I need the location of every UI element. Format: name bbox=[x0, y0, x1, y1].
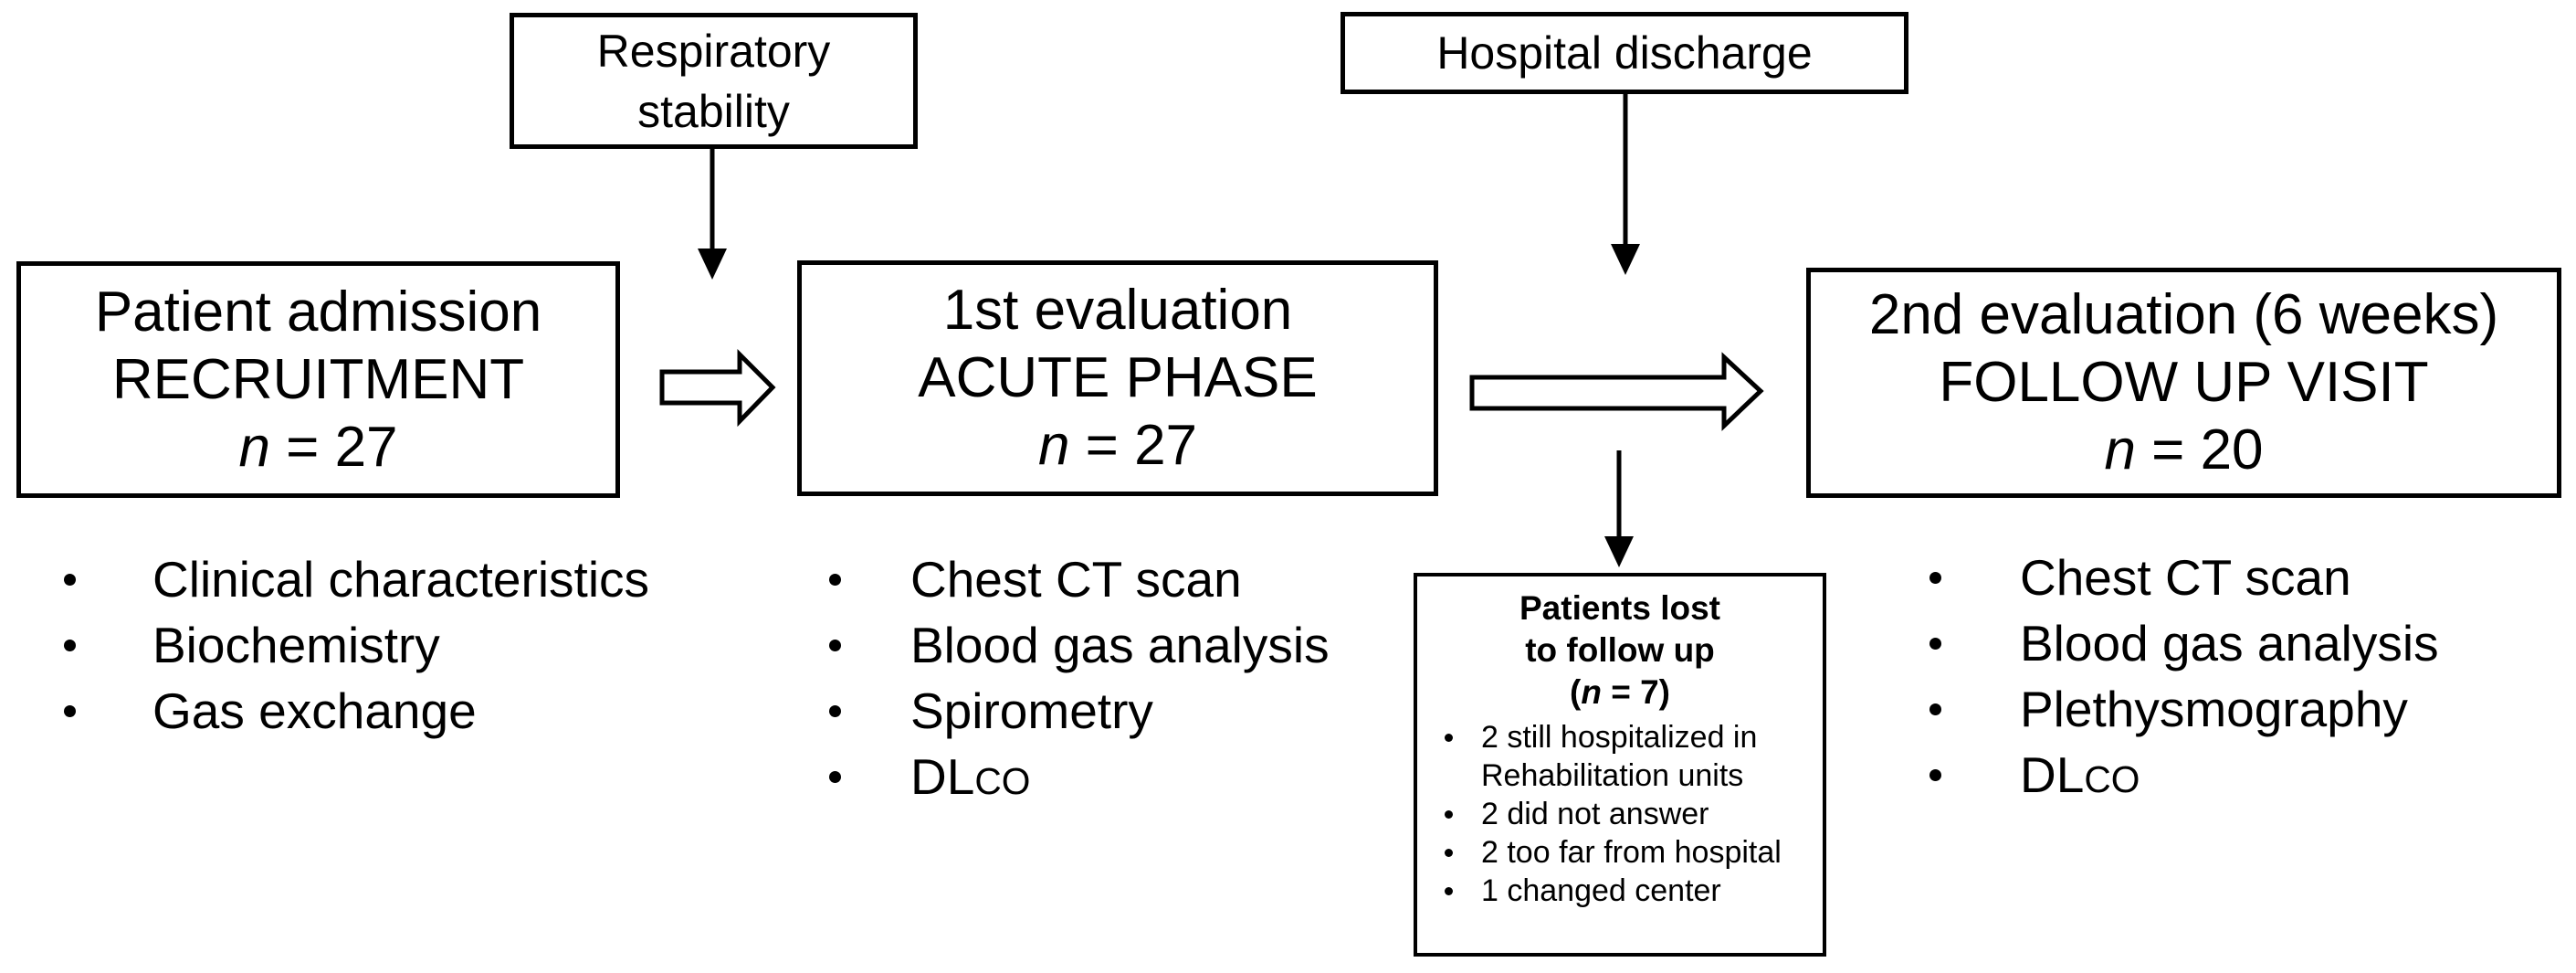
acute-stage-box: 1st evaluation ACUTE PHASE n = 27 bbox=[797, 260, 1438, 496]
recruitment-n-symbol: n bbox=[238, 415, 270, 479]
bullet-dot bbox=[1445, 849, 1453, 857]
followup-assessments-list: Chest CT scan Blood gas analysis Plethys… bbox=[1922, 545, 2561, 812]
followup-n-count: n = 20 bbox=[2104, 417, 2263, 484]
followup-n-symbol: n bbox=[2104, 418, 2136, 481]
hospital-discharge-label: Hospital discharge bbox=[1436, 27, 1813, 79]
followup-subtitle: FOLLOW UP VISIT bbox=[1939, 351, 2429, 414]
patients-lost-title-line2: to follow up bbox=[1525, 631, 1715, 669]
bullet-dot bbox=[1929, 638, 1941, 650]
list-item: Chest CT scan bbox=[822, 546, 1406, 612]
list-item: Biochemistry bbox=[57, 612, 696, 678]
list-item: Blood gas analysis bbox=[1922, 610, 2561, 676]
lost-n-value: = 7) bbox=[1601, 673, 1670, 711]
list-item: Clinical characteristics bbox=[57, 546, 696, 612]
down-arrow-hospital bbox=[1611, 94, 1640, 275]
respiratory-stability-line1: Respiratory bbox=[596, 25, 831, 77]
bullet-dot bbox=[829, 574, 841, 586]
list-item-label-subscript: CO bbox=[2084, 758, 2140, 800]
list-item: 2 still hospitalized in Rehabilitation u… bbox=[1437, 718, 1810, 795]
recruitment-assessments-list: Clinical characteristics Biochemistry Ga… bbox=[57, 546, 696, 744]
list-item-label: 2 did not answer bbox=[1481, 797, 1709, 831]
list-item-label: DL bbox=[2020, 746, 2085, 803]
bullet-dot bbox=[1445, 734, 1453, 742]
respiratory-stability-box: Respiratory stability bbox=[510, 13, 918, 149]
bullet-dot bbox=[829, 640, 841, 651]
bullet-dot bbox=[829, 771, 841, 783]
acute-n-count: n = 27 bbox=[1038, 412, 1197, 480]
list-item: Plethysmography bbox=[1922, 676, 2561, 742]
bullet-dot bbox=[64, 705, 76, 717]
down-arrow-respiratory bbox=[698, 149, 727, 280]
list-item-label: 2 still hospitalized in Rehabilitation u… bbox=[1481, 720, 1758, 793]
bullet-dot bbox=[1929, 769, 1941, 781]
down-arrow-lost bbox=[1604, 450, 1634, 567]
recruitment-n-count: n = 27 bbox=[238, 414, 397, 481]
recruitment-title: Patient admission bbox=[94, 280, 542, 344]
bullet-dot bbox=[64, 640, 76, 651]
bullet-dot bbox=[1929, 703, 1941, 715]
respiratory-stability-line2: stability bbox=[637, 85, 790, 137]
list-item-label: Chest CT scan bbox=[910, 551, 1242, 608]
list-item-label: Chest CT scan bbox=[2020, 549, 2351, 606]
acute-subtitle: ACUTE PHASE bbox=[918, 346, 1318, 409]
patients-lost-title-line1: Patients lost bbox=[1519, 589, 1720, 627]
acute-n-symbol: n bbox=[1037, 414, 1070, 477]
list-item: Chest CT scan bbox=[1922, 545, 2561, 610]
block-arrow-recruitment-to-acute bbox=[659, 348, 776, 428]
list-item-label: Biochemistry bbox=[152, 617, 440, 673]
list-item: Spirometry bbox=[822, 678, 1406, 744]
bullet-dot bbox=[829, 705, 841, 717]
list-item: Blood gas analysis bbox=[822, 612, 1406, 678]
acute-title: 1st evaluation bbox=[942, 279, 1293, 342]
list-item-label: Clinical characteristics bbox=[152, 551, 650, 608]
list-item-label: Blood gas analysis bbox=[910, 617, 1330, 673]
followup-n-value: = 20 bbox=[2135, 418, 2264, 481]
list-item: 2 did not answer bbox=[1437, 795, 1810, 833]
list-item-label: Gas exchange bbox=[152, 682, 477, 739]
recruitment-stage-box: Patient admission RECRUITMENT n = 27 bbox=[16, 261, 620, 498]
bullet-dot bbox=[1445, 887, 1453, 895]
acute-n-value: = 27 bbox=[1069, 414, 1198, 477]
list-item-label: DL bbox=[910, 748, 975, 805]
list-item: Gas exchange bbox=[57, 678, 696, 744]
list-item-label: Blood gas analysis bbox=[2020, 615, 2439, 672]
lost-n-symbol: n bbox=[1581, 673, 1602, 711]
list-item-label: Plethysmography bbox=[2020, 681, 2408, 737]
hospital-discharge-box: Hospital discharge bbox=[1341, 12, 1908, 94]
list-item-label: 2 too far from hospital bbox=[1481, 835, 1782, 870]
list-item-label: 1 changed center bbox=[1481, 873, 1721, 908]
bullet-dot bbox=[1929, 572, 1941, 584]
list-item-label: Spirometry bbox=[910, 682, 1153, 739]
list-item: 1 changed center bbox=[1437, 872, 1810, 910]
recruitment-n-value: = 27 bbox=[269, 415, 398, 479]
list-item: DLCO bbox=[1922, 742, 2561, 812]
patients-lost-box: Patients lost to follow up (n = 7) 2 sti… bbox=[1414, 573, 1826, 957]
bullet-dot bbox=[64, 574, 76, 586]
block-arrow-acute-to-followup bbox=[1469, 352, 1764, 431]
followup-stage-box: 2nd evaluation (6 weeks) FOLLOW UP VISIT… bbox=[1806, 268, 2561, 498]
acute-assessments-list: Chest CT scan Blood gas analysis Spirome… bbox=[822, 546, 1406, 814]
list-item: DLCO bbox=[822, 744, 1406, 814]
paren-open: ( bbox=[1569, 673, 1582, 711]
list-item-label-subscript: CO bbox=[974, 760, 1031, 802]
followup-title: 2nd evaluation (6 weeks) bbox=[1868, 283, 2499, 346]
recruitment-subtitle: RECRUITMENT bbox=[111, 347, 525, 411]
list-item: 2 too far from hospital bbox=[1437, 833, 1810, 872]
bullet-dot bbox=[1445, 810, 1453, 819]
patients-lost-reasons-list: 2 still hospitalized in Rehabilitation u… bbox=[1417, 718, 1823, 910]
patients-lost-n-count: (n = 7) bbox=[1417, 672, 1823, 714]
